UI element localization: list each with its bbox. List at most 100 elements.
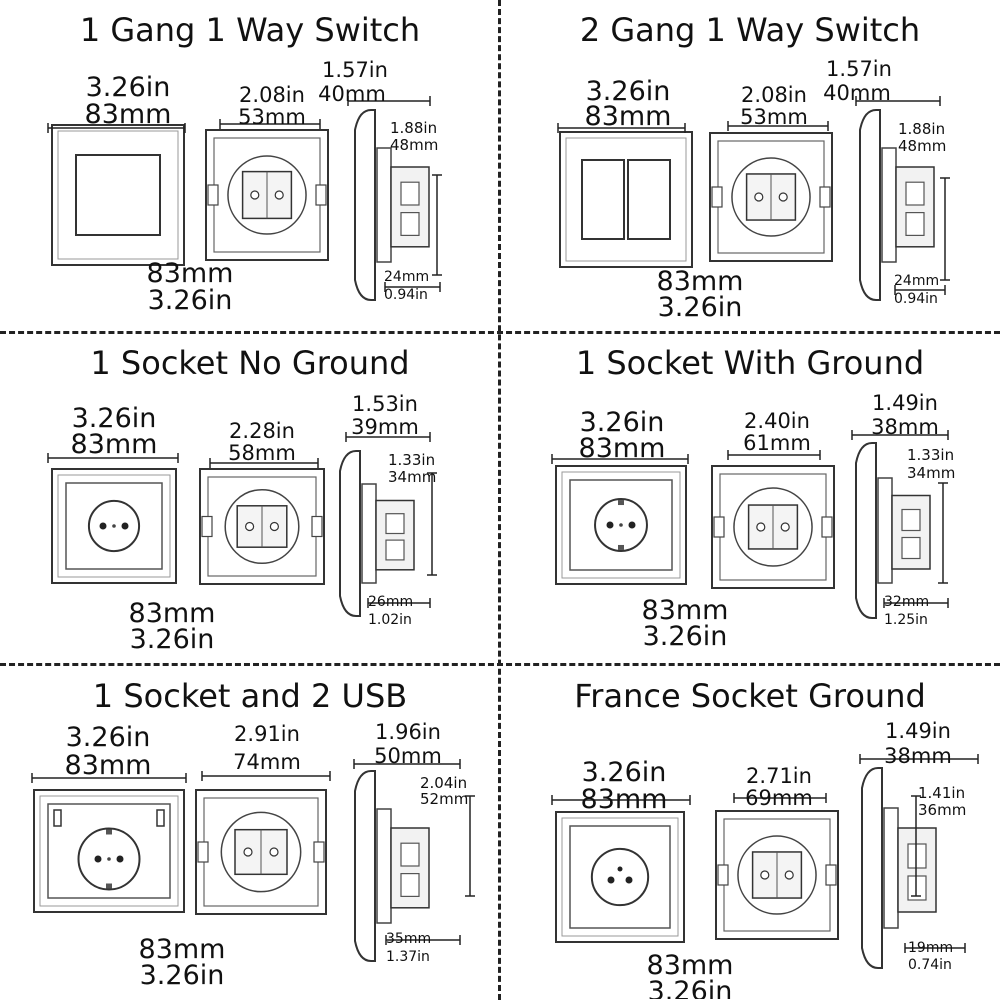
frame-profile [376,808,392,924]
mechanism-width-dimension [219,119,321,129]
depth-mm-label: 40mm [318,82,386,106]
base-depth-dimension [904,943,966,953]
side-height-in-label: 1.88in [898,120,946,138]
side-height-mm-label: 52mm [420,790,469,808]
side-height-mm-label: 36mm [918,801,967,819]
rear-mechanism [711,465,835,589]
terminal-profile-top [907,843,927,869]
side-height-mm-label: 34mm [388,468,437,486]
base-depth-mm-label: 19mm [908,940,954,956]
base-depth-mm-label: 24mm [384,269,430,285]
mechanism-width-mm-label: 74mm [233,750,301,774]
panel-drawing [47,96,442,301]
rear-mechanism [205,129,329,261]
rear-mechanism [709,132,833,262]
base-depth-mm-label: 32mm [884,594,930,610]
screw-left [243,847,253,857]
frame-profile [877,477,893,584]
plate-width-dimension [551,795,691,805]
plate-inner-frame [57,474,171,578]
screw-right [269,521,279,532]
panel-title: 1 Socket and 2 USB [92,677,408,715]
front-plate [559,131,693,268]
mechanism-body [227,155,307,235]
terminal-profile-bottom [907,875,927,901]
base-depth-in-label: 1.25in [884,612,928,628]
plate-height-in-label: 3.26in [657,292,743,323]
cover-plate-profile [354,109,376,301]
plate-height-in-label: 3.26in [647,976,733,999]
panel-title: France Socket Ground [574,677,926,715]
terminal-profile-bottom [905,212,925,237]
base-depth-dimension [384,282,441,292]
side-claw-left [713,516,725,538]
usb-port-right [156,809,165,827]
side-claw-right [315,184,327,206]
panel-drawing [551,754,979,969]
side-height-dimension [911,795,921,897]
screw-right [269,847,279,857]
plate-height-mm-label: 83mm [138,934,226,965]
base-depth-in-label: 0.94in [894,291,938,307]
side-height-dimension [465,795,475,897]
plate-height-mm-label: 83mm [128,598,216,629]
panel-drawing [557,96,950,301]
screw-right [784,870,794,880]
mechanism-width-in-label: 2.08in [239,83,305,107]
side-claw-left [711,186,723,208]
side-claw-right [825,864,837,886]
plate-inner-frame [565,137,687,262]
side-height-in-label: 1.33in [907,446,955,464]
base-depth-in-label: 1.37in [386,949,430,965]
side-profile [855,442,931,619]
plate-height-mm-label: 83mm [646,950,734,981]
depth-dimension [345,432,431,442]
mechanism-body [733,487,813,567]
plate-width-dimension [557,123,686,133]
side-height-in-label: 1.41in [918,784,966,802]
panel-drawing [31,759,475,962]
rear-mechanism [715,810,839,940]
base-depth-dimension [385,935,461,945]
earth-clip-bottom [618,544,624,550]
terminal-profile-top [400,181,420,206]
center-dot [619,523,623,527]
screw-left [756,522,766,532]
cover-plate-profile [339,450,361,617]
rocker-button-left [581,159,625,240]
plate-height-mm-label: 83mm [146,258,234,289]
side-claw-left [207,184,219,206]
plate-width-mm-label: 83mm [580,784,668,815]
screw-left [754,192,764,202]
plate-inner-frame [39,795,179,907]
front-plate [51,468,177,584]
depth-mm-label: 38mm [884,744,952,768]
mechanism-body [224,488,300,565]
mechanism-width-mm-label: 61mm [743,431,811,455]
mechanism-width-dimension [727,121,829,131]
pin-hole-left [606,521,614,529]
base-depth-mm-label: 24mm [894,273,940,289]
rocker-button [75,154,161,236]
panel-drawing [551,430,949,619]
cover-plate-profile [861,767,883,969]
pin-hole-left [607,876,615,884]
depth-in-label: 1.49in [872,391,938,415]
center-dot [112,524,116,528]
terminal-profile-top [385,513,405,535]
side-height-in-label: 1.88in [390,119,438,137]
mechanism-width-dimension [201,771,331,781]
plate-height-mm-label: 83mm [641,595,729,626]
screw-right [778,192,788,202]
plate-width-in-label: 3.26in [65,722,151,753]
front-plate [555,811,685,943]
front-plate [555,465,687,585]
side-height-in-label: 2.04in [420,774,468,792]
base-depth-in-label: 0.94in [384,287,428,303]
plate-outer-frame [559,131,693,268]
base-depth-dimension [894,285,946,295]
